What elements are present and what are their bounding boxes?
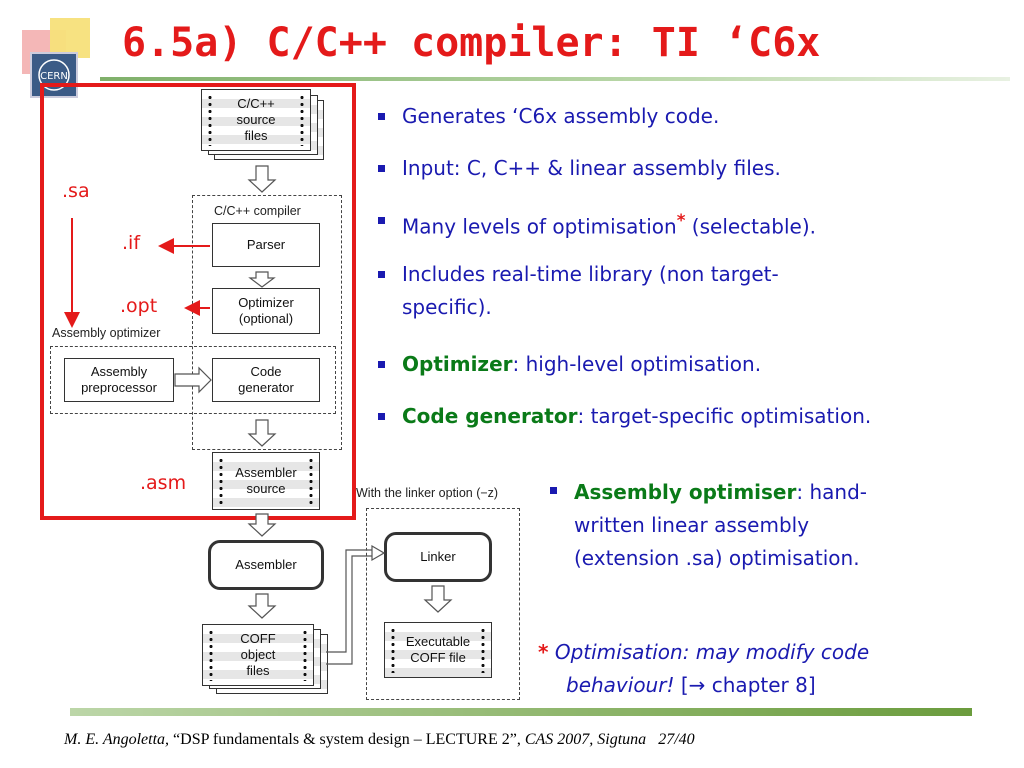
asm-optimizer-label: Assembly optimizer (52, 326, 161, 340)
compiler-label: C/C++ compiler (214, 204, 301, 218)
footer-author: M. E. Angoletta, (64, 731, 170, 748)
bullet-text: Code generator: target-specific optimisa… (402, 400, 871, 433)
note-line-1: * Optimisation: may modify code (538, 636, 869, 669)
bullet-text: Optimizer: high-level optimisation. (402, 348, 761, 381)
bullet-text: Many levels of optimisation* (selectable… (402, 204, 816, 244)
bullet-square-icon (378, 113, 385, 120)
bullet-text-part: (selectable). (685, 214, 816, 239)
slide-footer: M. E. Angoletta, “DSP fundamentals & sys… (64, 731, 695, 749)
cern-logo: CERN (30, 52, 78, 98)
bullet-text-part: Many levels of optimisation (402, 214, 677, 239)
bullet-square-icon (378, 165, 385, 172)
optimizer-label: Optimizer (optional) (238, 294, 294, 326)
decor-square-yellow (50, 18, 90, 58)
bullet-square-icon (550, 487, 557, 494)
bullet-list: Generates ‘C6x assembly code. Input: C, … (378, 100, 1018, 440)
note-text: behaviour! (566, 673, 675, 697)
compiler-group (192, 195, 342, 450)
optimisation-note: * Optimisation: may modify code behaviou… (538, 636, 1008, 706)
bullet-text: specific). (402, 295, 492, 319)
bullet-square-icon (378, 413, 385, 420)
linker-box: Linker (384, 532, 492, 582)
star-marker: * (538, 640, 549, 664)
ext-asm: .asm (140, 472, 187, 494)
bullet-text-part: : hand- (796, 480, 867, 504)
linker-option-label: With the linker option (−z) (356, 486, 499, 500)
dots-icon (303, 629, 307, 681)
bullet-text-part: : target-specific optimisation. (577, 404, 872, 428)
note-line-2: behaviour! [→ chapter 8] (566, 669, 816, 702)
bullet-text: written linear assembly (574, 513, 810, 537)
code-generator-label: Code generator (238, 363, 294, 395)
bullet-text: (extension .sa) optimisation. (574, 546, 860, 570)
ext-if: .if (122, 232, 141, 254)
chapter-reference: [→ chapter 8] (674, 673, 816, 697)
dots-icon (481, 627, 485, 673)
dots-icon (391, 627, 395, 673)
logo-text: CERN (40, 71, 68, 82)
assembler-source-label: Assembler source (235, 464, 297, 496)
note-text: Optimisation: may modify code (548, 640, 870, 664)
executable-box: Executable COFF file (384, 622, 492, 678)
footer-event: CAS 2007, Sigtuna (524, 731, 647, 748)
bullet-text: Generates ‘C6x assembly code. (402, 104, 720, 128)
assembler-box: Assembler (208, 540, 324, 590)
optimizer-box: Optimizer (optional) (212, 288, 320, 334)
asm-optimizer-group (50, 346, 336, 414)
coff-files-label: COFF object files (240, 630, 276, 679)
bullet-keyword: Code generator (402, 404, 578, 428)
ext-sa: .sa (62, 180, 90, 202)
asm-preprocessor-label: Assembly preprocessor (81, 363, 157, 395)
bullet-list-lower: Assembly optimiser: hand- written linear… (550, 476, 990, 586)
parser-box: Parser (212, 223, 320, 267)
assembler-source-box: Assembler source (212, 452, 320, 510)
bullet-keyword: Assembly optimiser (574, 480, 797, 504)
ext-opt: .opt (120, 295, 158, 317)
source-files-label: C/C++ source files (236, 95, 276, 144)
bullet-text-part: : high-level optimisation. (512, 352, 762, 376)
coff-files-box: COFF object files (202, 624, 314, 686)
bullet-square-icon (378, 217, 385, 224)
footer-title: “DSP fundamentals & system design – LECT… (169, 731, 525, 748)
bullet-square-icon (378, 361, 385, 368)
bullet-text: Input: C, C++ & linear assembly files. (402, 156, 781, 180)
dots-icon (219, 457, 223, 505)
bullet-text: Includes real-time library (non target- (402, 262, 779, 286)
code-generator-box: Code generator (212, 358, 320, 402)
highlight-frame (40, 83, 356, 520)
bullet-square-icon (378, 271, 385, 278)
dots-icon (300, 94, 304, 146)
footer-page-number: 27/40 (646, 731, 695, 748)
source-files-box: C/C++ source files (201, 89, 311, 151)
executable-label: Executable COFF file (405, 633, 471, 665)
slide-title: 6.5a) C/C++ compiler: TI ‘C6x (122, 20, 821, 66)
dots-icon (309, 457, 313, 505)
asm-preprocessor-box: Assembly preprocessor (64, 358, 174, 402)
dots-icon (209, 629, 213, 681)
dots-icon (208, 94, 212, 146)
star-marker: * (676, 211, 686, 230)
linker-group (366, 508, 520, 700)
footer-bar (70, 708, 972, 716)
bullet-text: Assembly optimiser: hand- (574, 476, 867, 509)
title-underline (100, 77, 1010, 81)
bullet-keyword: Optimizer (402, 352, 513, 376)
